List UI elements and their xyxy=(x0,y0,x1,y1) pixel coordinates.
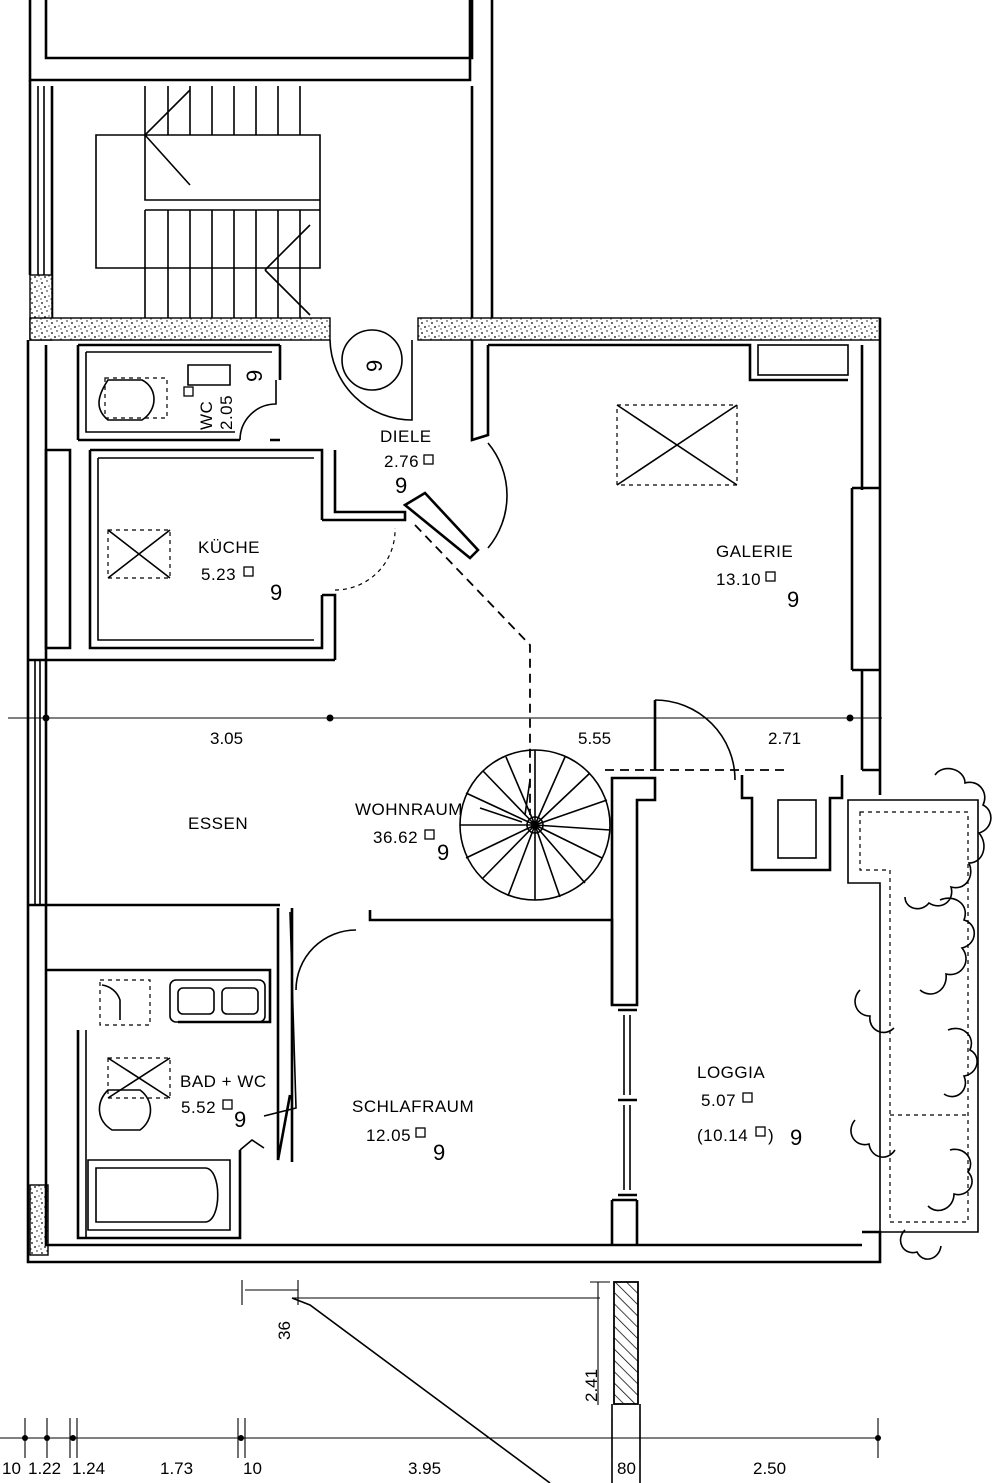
room-label-kueche: KÜCHE 5.23 9 xyxy=(198,538,282,605)
middle-dimension-labels: 3.05 5.55 2.71 xyxy=(210,729,801,748)
wohnraum-ceiling: 9 xyxy=(437,840,449,865)
wohnraum-area: 36.62 xyxy=(373,828,418,847)
dim-bottom-2: 1.22 xyxy=(28,1459,61,1478)
bad-ceiling: 9 xyxy=(234,1107,246,1132)
diele-area: 2.76 xyxy=(384,452,419,471)
room-label-bad: BAD + WC 5.52 9 xyxy=(180,1072,267,1132)
bottom-dimension-labels: 10 1.22 1.24 1.73 10 3.95 80 2.50 xyxy=(2,1459,786,1478)
kueche-name: KÜCHE xyxy=(198,538,260,557)
dim-bottom-5: 10 xyxy=(243,1459,262,1478)
kueche-area: 5.23 xyxy=(201,565,236,584)
section-labels: 36 2.41 xyxy=(275,1321,601,1402)
dim-middle-1: 3.05 xyxy=(210,729,243,748)
diele-name: DIELE xyxy=(380,427,432,446)
schlafraum-name: SCHLAFRAUM xyxy=(352,1097,474,1116)
outer-walls xyxy=(26,318,882,1264)
bottom-room-walls xyxy=(46,903,639,1245)
loggia-area: 5.07 xyxy=(701,1091,736,1110)
wc-name: WC xyxy=(197,401,216,430)
section-offset: 36 xyxy=(275,1321,294,1340)
room-label-wc: WC 2.05 9 xyxy=(183,370,267,430)
dim-bottom-8: 2.50 xyxy=(753,1459,786,1478)
bad-area: 5.52 xyxy=(181,1098,216,1117)
spiral-stair xyxy=(459,749,611,901)
kueche-room xyxy=(44,448,407,662)
section-detail xyxy=(241,1280,641,1483)
middle-dimension-line xyxy=(8,714,882,722)
galerie-ceiling: 9 xyxy=(787,587,799,612)
galerie-area: 13.10 xyxy=(716,570,761,589)
wc-area: 2.05 xyxy=(217,395,236,430)
room-label-diele: DIELE 2.76 9 xyxy=(380,427,434,498)
bad-room xyxy=(46,968,272,1240)
dim-bottom-1: 10 xyxy=(2,1459,21,1478)
stippled-walls xyxy=(29,274,881,1256)
room-label-loggia: LOGGIA 5.07 (10.14 ) 9 xyxy=(697,1063,802,1150)
loggia-name: LOGGIA xyxy=(697,1063,765,1082)
dim-middle-3: 2.71 xyxy=(768,729,801,748)
loggia-planter xyxy=(847,767,992,1260)
galerie-room xyxy=(488,343,848,486)
dim-middle-2: 5.55 xyxy=(578,729,611,748)
loggia-area-alt: (10.14 xyxy=(697,1126,748,1145)
loggia-ceiling: 9 xyxy=(790,1125,802,1150)
marker-label: 9 xyxy=(362,360,387,372)
room-label-schlafraum: SCHLAFRAUM 12.05 9 xyxy=(352,1097,474,1165)
bottom-dimension-line xyxy=(0,1418,881,1458)
dim-bottom-4: 1.73 xyxy=(160,1459,193,1478)
bad-name: BAD + WC xyxy=(180,1072,267,1091)
wc-ceiling: 9 xyxy=(242,370,267,382)
galerie-name: GALERIE xyxy=(716,542,793,561)
schlafraum-ceiling: 9 xyxy=(433,1140,445,1165)
dim-bottom-6: 3.95 xyxy=(408,1459,441,1478)
section-height: 2.41 xyxy=(582,1369,601,1402)
diele-area xyxy=(329,329,531,815)
diele-ceiling: 9 xyxy=(395,473,407,498)
dim-bottom-3: 1.24 xyxy=(72,1459,105,1478)
wohnraum-name: WOHNRAUM xyxy=(355,800,463,819)
wc-room xyxy=(76,343,282,442)
essen-name: ESSEN xyxy=(188,814,248,833)
dim-bottom-7: 80 xyxy=(617,1459,636,1478)
loggia-door xyxy=(605,699,844,1007)
level-marker: 9 xyxy=(362,360,387,372)
stair-flight xyxy=(95,86,321,318)
room-label-galerie: GALERIE 13.10 9 xyxy=(716,542,799,612)
loggia-area-alt-close: ) xyxy=(768,1126,774,1145)
stairwell xyxy=(28,0,494,318)
kueche-ceiling: 9 xyxy=(270,580,282,605)
schlafraum-area: 12.05 xyxy=(366,1126,411,1145)
room-label-essen: ESSEN xyxy=(188,814,248,833)
room-label-wohnraum: WOHNRAUM 36.62 9 xyxy=(355,800,463,865)
